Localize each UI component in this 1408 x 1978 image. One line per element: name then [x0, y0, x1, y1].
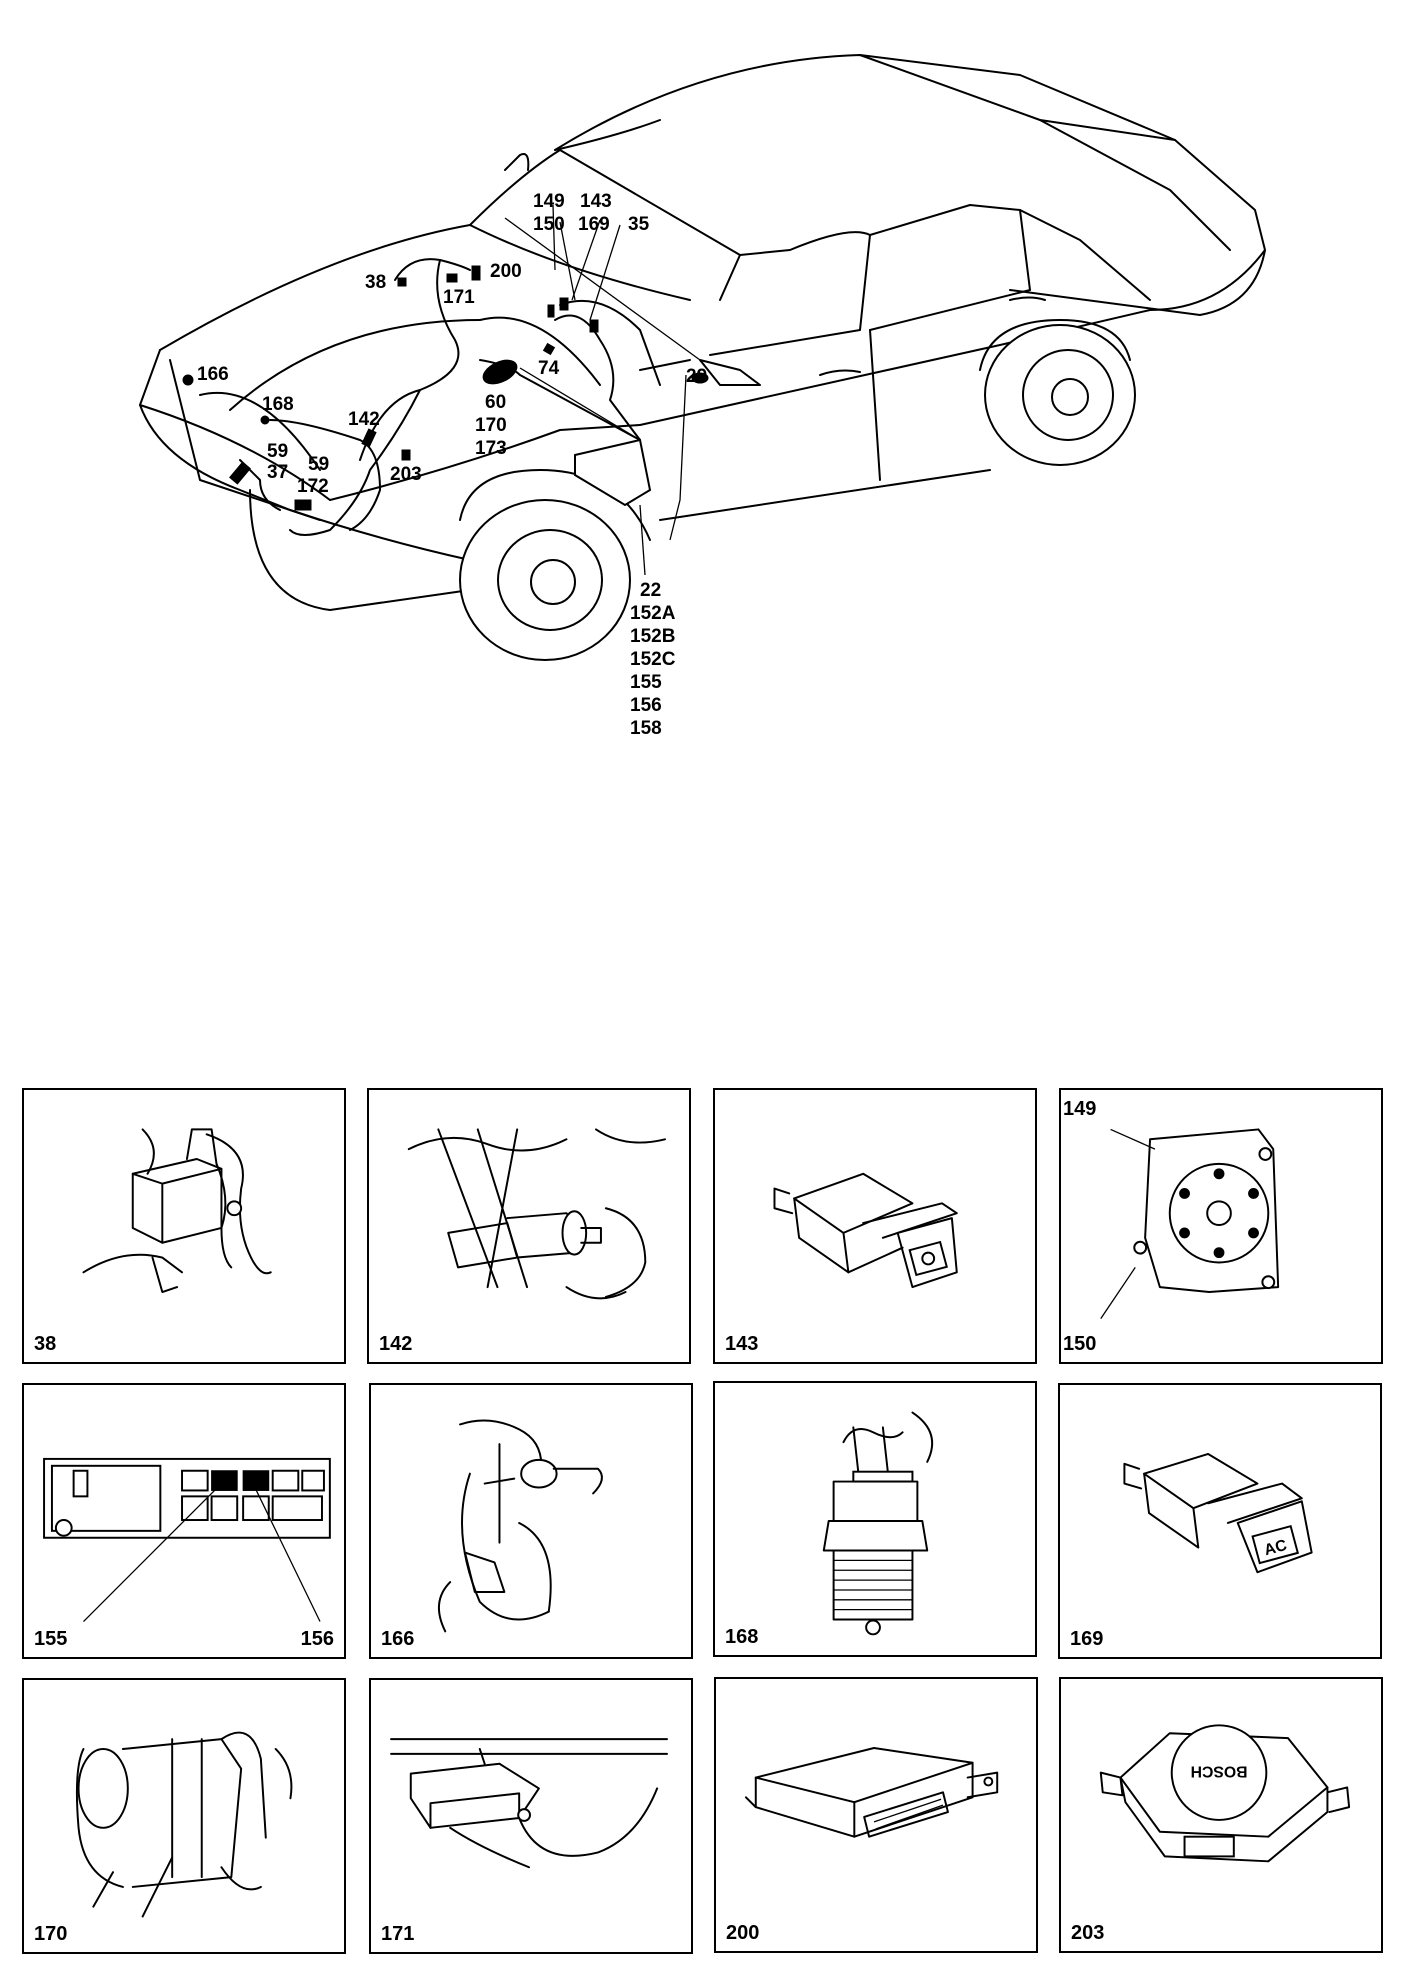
callout-leaders — [504, 204, 701, 576]
panel-label-143: 143 — [725, 1333, 759, 1355]
callout-142: 142 — [348, 409, 380, 430]
panel-label-166: 166 — [381, 1628, 415, 1650]
panel-166: 166 — [369, 1383, 693, 1659]
callout-38: 38 — [365, 272, 386, 293]
compressor-drawing-170 — [75, 1731, 293, 1918]
panel-143: 143 — [713, 1088, 1037, 1364]
relay-drawing-171 — [390, 1738, 668, 1869]
callout-35: 35 — [628, 214, 650, 235]
panel-149-150: 149 150 — [1059, 1088, 1383, 1364]
callout-152a: 152A — [630, 603, 676, 624]
connector-drawing-142 — [407, 1128, 666, 1300]
callout-156: 156 — [630, 695, 662, 716]
callout-155: 155 — [630, 672, 662, 693]
panel-170: 170 — [22, 1678, 346, 1954]
panel-171: 171 — [369, 1678, 693, 1954]
callout-150: 150 — [533, 214, 565, 235]
panel-169: AC 169 — [1058, 1383, 1382, 1659]
callout-60: 60 — [485, 392, 506, 413]
panel-168: 168 — [713, 1381, 1037, 1657]
callout-59a: 59 — [267, 441, 288, 462]
front-wheel — [459, 469, 651, 661]
callout-200: 200 — [490, 261, 522, 282]
panel-label-203: 203 — [1071, 1922, 1105, 1944]
panel-label-171: 171 — [381, 1923, 415, 1945]
panel-label-142: 142 — [379, 1333, 413, 1355]
ecu-drawing-200 — [744, 1747, 999, 1838]
switch-drawing-143 — [773, 1172, 958, 1289]
sensor-drawing-168 — [822, 1411, 934, 1636]
panel-38: 38 — [22, 1088, 346, 1364]
callout-152c: 152C — [630, 649, 676, 670]
callout-143: 143 — [580, 191, 612, 212]
callout-172: 172 — [297, 476, 329, 497]
panel-label-169: 169 — [1070, 1628, 1104, 1650]
panel-label-168: 168 — [725, 1626, 759, 1648]
panel-label-170: 170 — [34, 1923, 68, 1945]
panel-label-150: 150 — [1063, 1333, 1097, 1355]
brand-text: BOSCH — [1191, 1763, 1248, 1780]
throttle-switch-drawing-203: BOSCH — [1099, 1724, 1351, 1863]
panel-142: 142 — [367, 1088, 691, 1364]
sensor-drawing-166 — [438, 1419, 603, 1633]
panel-label-38: 38 — [34, 1333, 57, 1355]
wiring-harness — [239, 258, 691, 536]
panel-label-200: 200 — [726, 1922, 760, 1944]
callout-labels: 149 143 150 169 35 38 171 200 166 168 14… — [197, 191, 707, 739]
component-markers — [182, 265, 709, 511]
callout-152b: 152B — [630, 626, 675, 647]
ac-button-text: AC — [1262, 1537, 1288, 1559]
fusebox-drawing-155-156 — [43, 1457, 331, 1622]
panel-label-156: 156 — [300, 1628, 334, 1650]
callout-74: 74 — [538, 358, 560, 379]
control-drawing-149-150 — [1100, 1128, 1280, 1319]
car-body-outline — [139, 54, 1266, 611]
callout-173: 173 — [475, 438, 507, 459]
panel-203: BOSCH 203 — [1059, 1677, 1383, 1953]
callout-29: 29 — [686, 366, 707, 387]
callout-171: 171 — [443, 287, 475, 308]
rear-wheel — [979, 319, 1136, 466]
callout-169: 169 — [578, 214, 610, 235]
car-wiring-overview: 149 143 150 169 35 38 171 200 166 168 14… — [139, 54, 1266, 739]
connector-drawing-38 — [82, 1128, 272, 1294]
switch-drawing-169: AC — [1123, 1453, 1313, 1574]
callout-168: 168 — [262, 394, 294, 415]
callout-149: 149 — [533, 191, 565, 212]
panel-label-155: 155 — [34, 1628, 68, 1650]
callout-22: 22 — [640, 580, 661, 601]
callout-166: 166 — [197, 364, 229, 385]
callout-59b: 59 — [308, 454, 329, 475]
callout-37: 37 — [267, 462, 288, 483]
panel-155-156: 155 156 — [22, 1383, 346, 1659]
panel-200: 200 — [714, 1677, 1038, 1953]
callout-203: 203 — [390, 464, 422, 485]
callout-158: 158 — [630, 718, 662, 739]
callout-170: 170 — [475, 415, 507, 436]
panel-label-149: 149 — [1063, 1098, 1097, 1120]
